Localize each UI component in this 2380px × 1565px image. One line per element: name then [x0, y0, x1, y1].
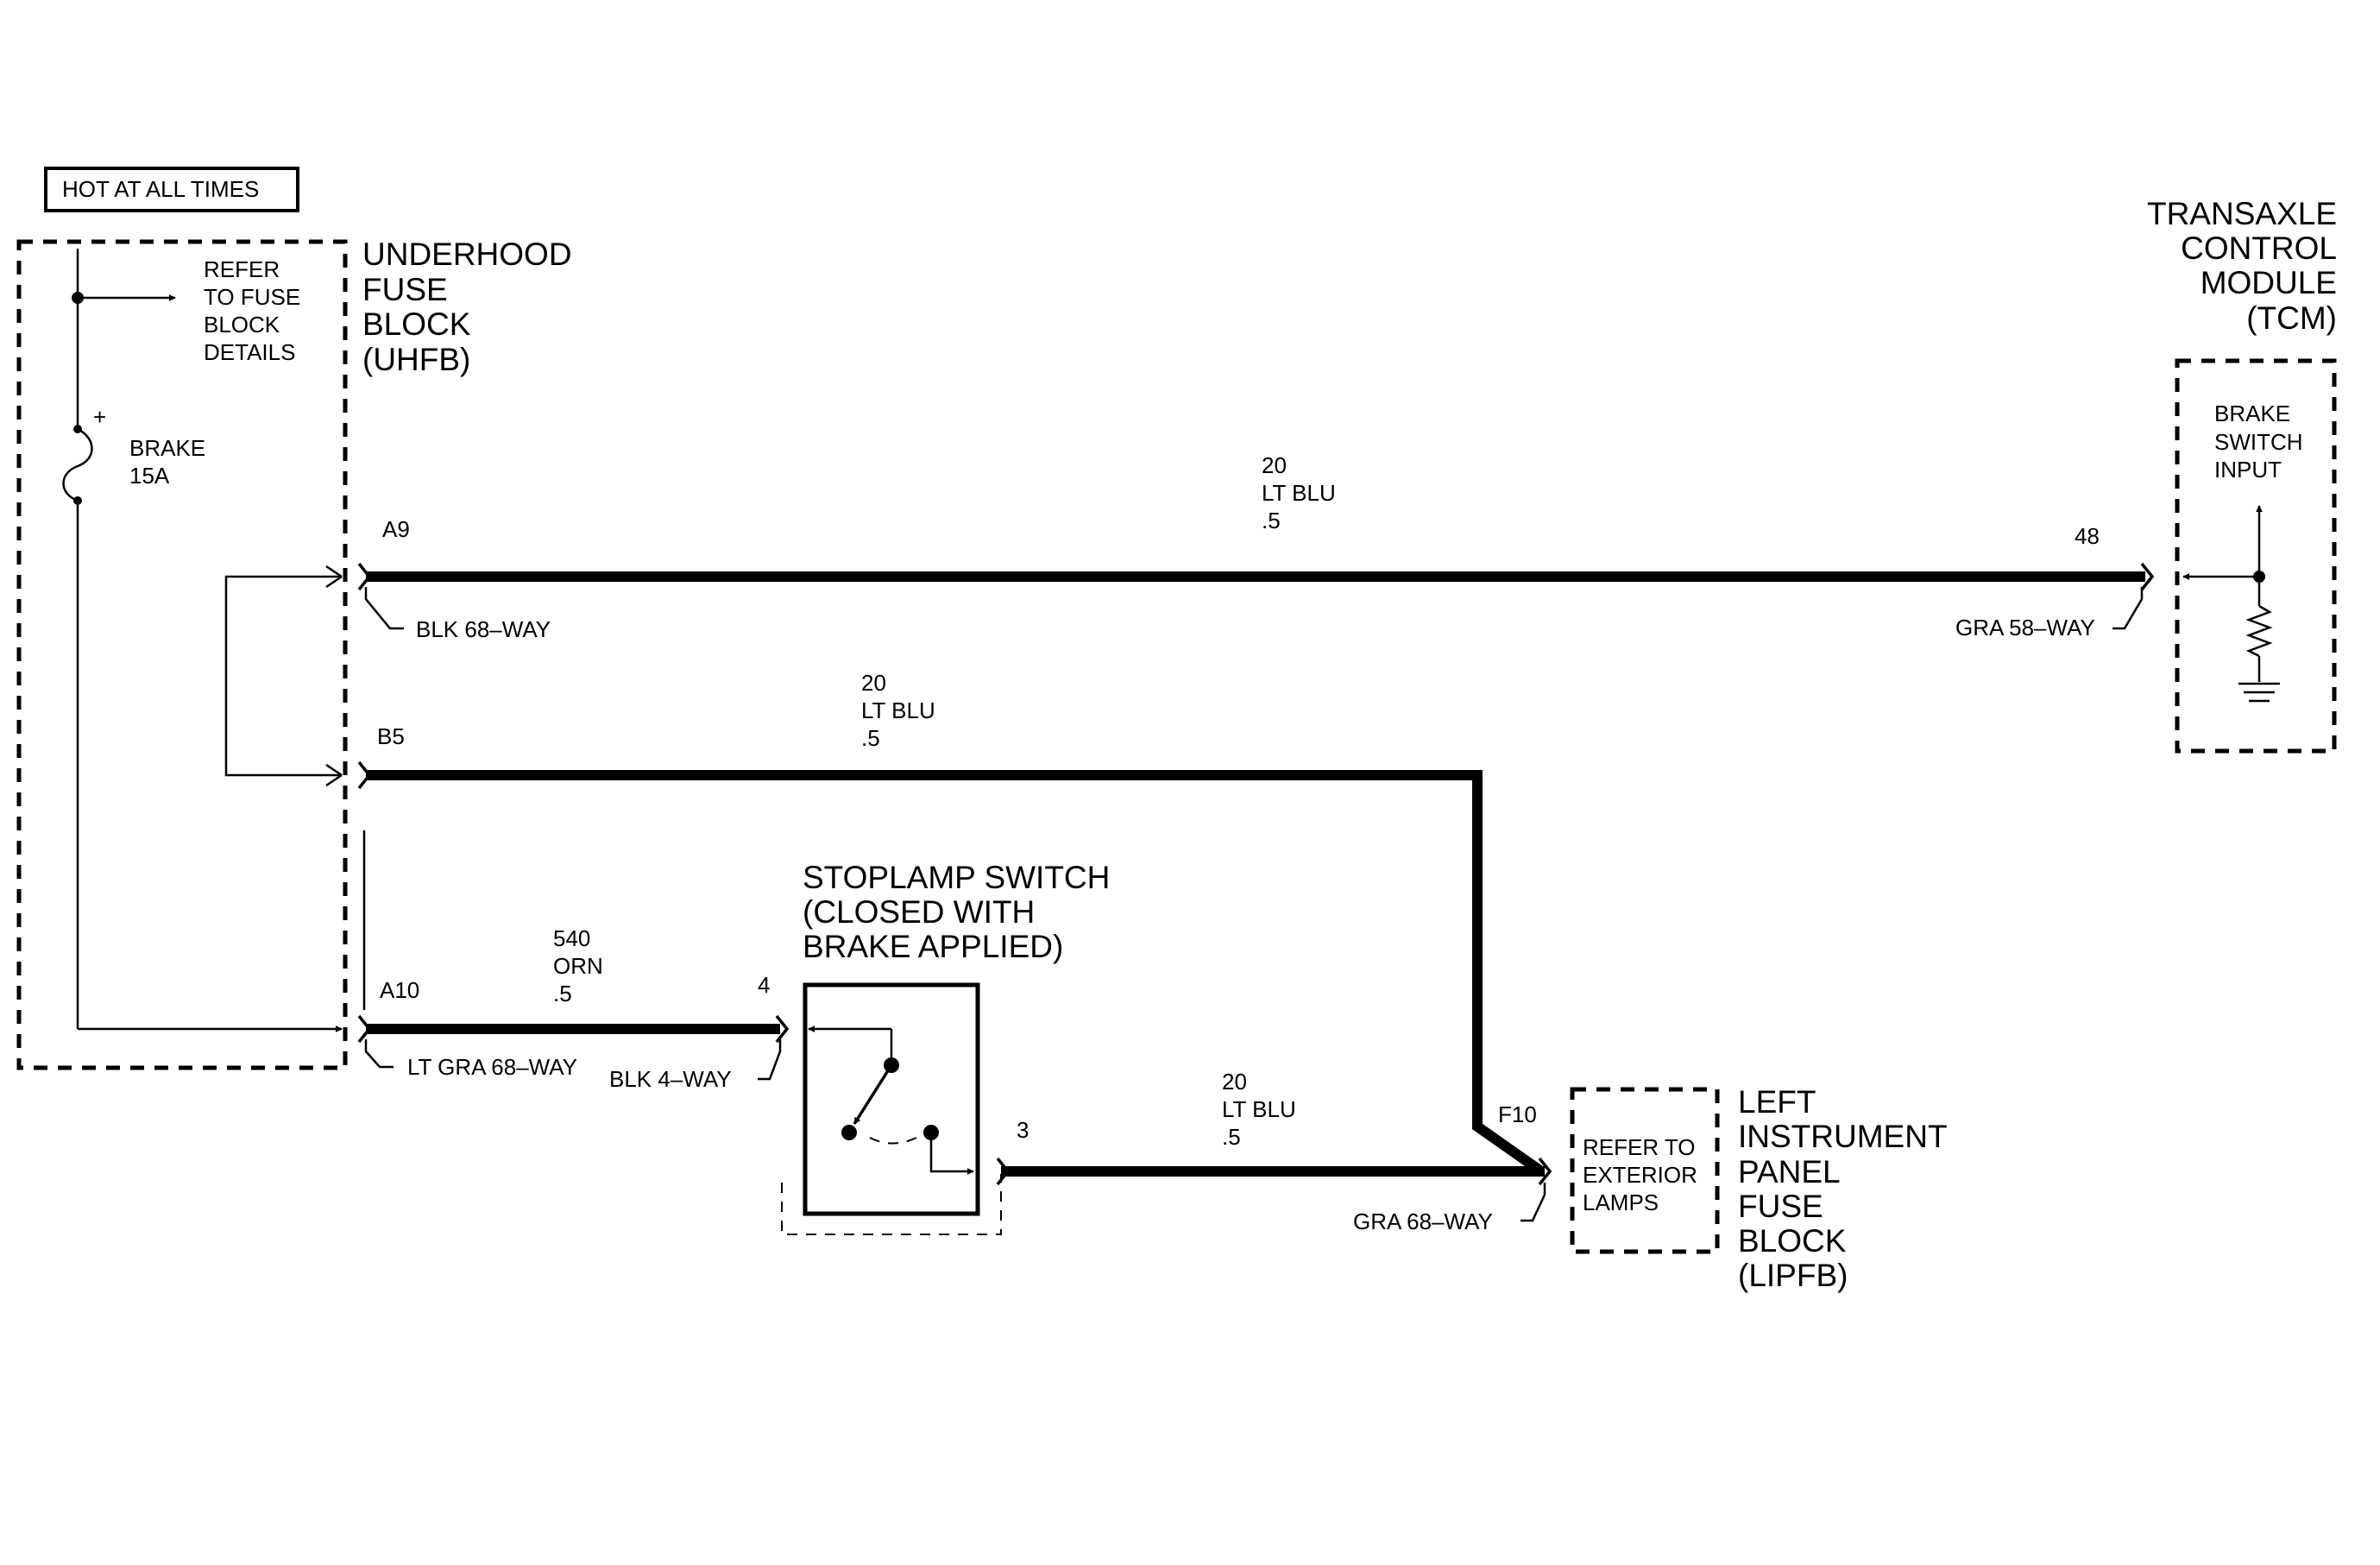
wire-gauge-label: .5: [553, 981, 572, 1007]
arrow-b5: [325, 773, 343, 787]
fuse-polarity-label: +: [93, 404, 106, 430]
wire-gauge-label: .5: [861, 725, 880, 751]
lipfb-refer-line: REFER TO: [1583, 1134, 1696, 1160]
transaxle-control-module: TRANSAXLE CONTROL MODULE (TCM) BRAKE SWI…: [2147, 196, 2337, 754]
arrow-b5: [325, 763, 343, 777]
pin-48-terminal: [2140, 562, 2155, 591]
connector-gra-58-way: GRA 58–WAY: [1955, 615, 2095, 641]
fuse-name-label: BRAKE: [129, 435, 205, 461]
pin-4-label: 4: [758, 972, 770, 998]
wire-size-label: 20: [1222, 1069, 1247, 1095]
pin-a10-label: A10: [380, 977, 419, 1003]
wire-color-label: LT BLU: [861, 697, 935, 723]
lipfb-name-line: PANEL: [1738, 1154, 1841, 1190]
pin-4-terminal: [775, 1014, 790, 1044]
lipfb-name-line: (LIPFB): [1738, 1258, 1848, 1293]
lipfb-refer-line: EXTERIOR: [1583, 1162, 1697, 1188]
lipfb-name: LEFT INSTRUMENT PANEL FUSE BLOCK (LIPFB): [1738, 1084, 1948, 1293]
connector-leader: [758, 1039, 782, 1081]
underhood-fuse-block: UNDERHOOD FUSE BLOCK (UHFB) REFER TO FUS…: [16, 237, 572, 1070]
resistor-icon: [2245, 604, 2273, 658]
connector-leader: [364, 587, 404, 630]
wire-b5-lipfb: [366, 770, 1545, 1176]
tcm-input-line: SWITCH: [2214, 429, 2303, 455]
refer-to-fuse-block-details: REFER TO FUSE BLOCK DETAILS: [204, 256, 300, 365]
stoplamp-switch-body: [803, 982, 980, 1216]
pin-a9-label: A9: [382, 516, 410, 542]
pin-a10-terminal: [357, 1014, 372, 1044]
pin-f10-terminal: [1538, 1157, 1552, 1186]
refer-line: REFER: [204, 256, 280, 282]
pin-3-label: 3: [1017, 1117, 1029, 1143]
ground-icon: [2238, 682, 2280, 703]
connector-lt-gra-68-way: LT GRA 68–WAY: [407, 1054, 577, 1080]
uhfb-name-line: BLOCK: [362, 306, 471, 342]
connector-blk-4-way: BLK 4–WAY: [609, 1066, 732, 1092]
wire-color-label: LT BLU: [1222, 1096, 1296, 1122]
stoplamp-switch: STOPLAMP SWITCH (CLOSED WITH BRAKE APPLI…: [781, 860, 1110, 1235]
switch-output-arrow: [929, 1133, 974, 1175]
tcm-input-line: BRAKE: [2214, 401, 2290, 426]
hot-at-all-times-label: HOT AT ALL TIMES: [62, 176, 259, 202]
refer-line: TO FUSE: [204, 284, 300, 310]
arrow-a9: [325, 575, 343, 589]
pin-48-label: 48: [2075, 523, 2100, 549]
pin-b5-terminal: [357, 760, 372, 790]
wire-size-label: 20: [1262, 452, 1287, 478]
fuse-rating-label: 15A: [129, 463, 170, 489]
uhfb-name-line: UNDERHOOD: [362, 237, 572, 272]
tcm-input-line: INPUT: [2214, 457, 2282, 483]
circuit-a10-to-stoplamp-switch: A10 4 540 ORN .5 LT GRA 68–WAY BLK 4–WAY: [357, 925, 790, 1092]
stoplamp-switch-name: STOPLAMP SWITCH (CLOSED WITH BRAKE APPLI…: [803, 860, 1110, 964]
tcm-name-line: MODULE: [2201, 265, 2337, 300]
stoplamp-name-line: BRAKE APPLIED): [803, 929, 1063, 964]
switch-open-path: [869, 1135, 921, 1145]
uhfb-name-line: FUSE: [362, 272, 448, 307]
hot-at-all-times-box: HOT AT ALL TIMES: [44, 167, 299, 212]
lipfb-name-line: BLOCK: [1738, 1223, 1847, 1259]
circuit-b5-to-lipfb: B5 20 LT BLU .5: [357, 670, 1545, 1176]
wire-size-label: 20: [861, 670, 886, 696]
connector-leader: [1521, 1183, 1546, 1222]
uhfb-a9-b5-jumper: [224, 575, 342, 777]
tcm-name: TRANSAXLE CONTROL MODULE (TCM): [2147, 196, 2337, 336]
arrow-a9: [325, 565, 343, 578]
switch-blade-icon: [853, 1064, 893, 1125]
fuse-icon: [62, 425, 93, 505]
lipfb-name-line: LEFT: [1738, 1084, 1816, 1120]
left-instrument-panel-fuse-block: REFER TO EXTERIOR LAMPS LEFT INSTRUMENT …: [1570, 1084, 1948, 1293]
connector-leader: [364, 1039, 394, 1069]
wire-gauge-label: .5: [1222, 1124, 1241, 1150]
connector-blk-68-way: BLK 68–WAY: [416, 616, 551, 642]
pin-a9-terminal: [357, 562, 372, 591]
uhfb-name: UNDERHOOD FUSE BLOCK (UHFB): [362, 237, 572, 377]
wire-color-label: ORN: [553, 953, 603, 979]
uhfb-name-line: (UHFB): [362, 342, 470, 377]
circuit-a9-to-tcm: A9 48 20 LT BLU .5 BLK 68–WAY GRA 58–WAY: [357, 452, 2155, 642]
stoplamp-name-line: STOPLAMP SWITCH: [803, 860, 1110, 895]
pin-3-terminal: [996, 1157, 1011, 1186]
connector-leader: [2112, 587, 2144, 630]
lipfb-name-line: INSTRUMENT: [1738, 1119, 1948, 1154]
connector-gra-68-way: GRA 68–WAY: [1353, 1208, 1493, 1234]
tcm-name-line: CONTROL: [2181, 230, 2337, 266]
refer-line: DETAILS: [204, 339, 295, 365]
wire-circuit-label: 540: [553, 925, 590, 951]
pin-b5-label: B5: [377, 723, 405, 749]
wire-gauge-label: .5: [1262, 508, 1281, 533]
refer-line: BLOCK: [204, 312, 280, 338]
tcm-name-line: TRANSAXLE: [2147, 196, 2337, 231]
tcm-name-line: (TCM): [2246, 300, 2337, 336]
circuit-switch-to-lipfb: 3 F10 20 LT BLU .5 GRA 68–WAY: [996, 1069, 1552, 1234]
wire-color-label: LT BLU: [1262, 480, 1336, 506]
lipfb-refer-line: LAMPS: [1583, 1190, 1659, 1215]
stoplamp-connector-shell: [781, 1174, 1002, 1235]
lipfb-name-line: FUSE: [1738, 1189, 1823, 1224]
switch-contact: [841, 1125, 857, 1140]
stoplamp-name-line: (CLOSED WITH: [803, 894, 1035, 930]
pin-f10-label: F10: [1498, 1101, 1537, 1127]
